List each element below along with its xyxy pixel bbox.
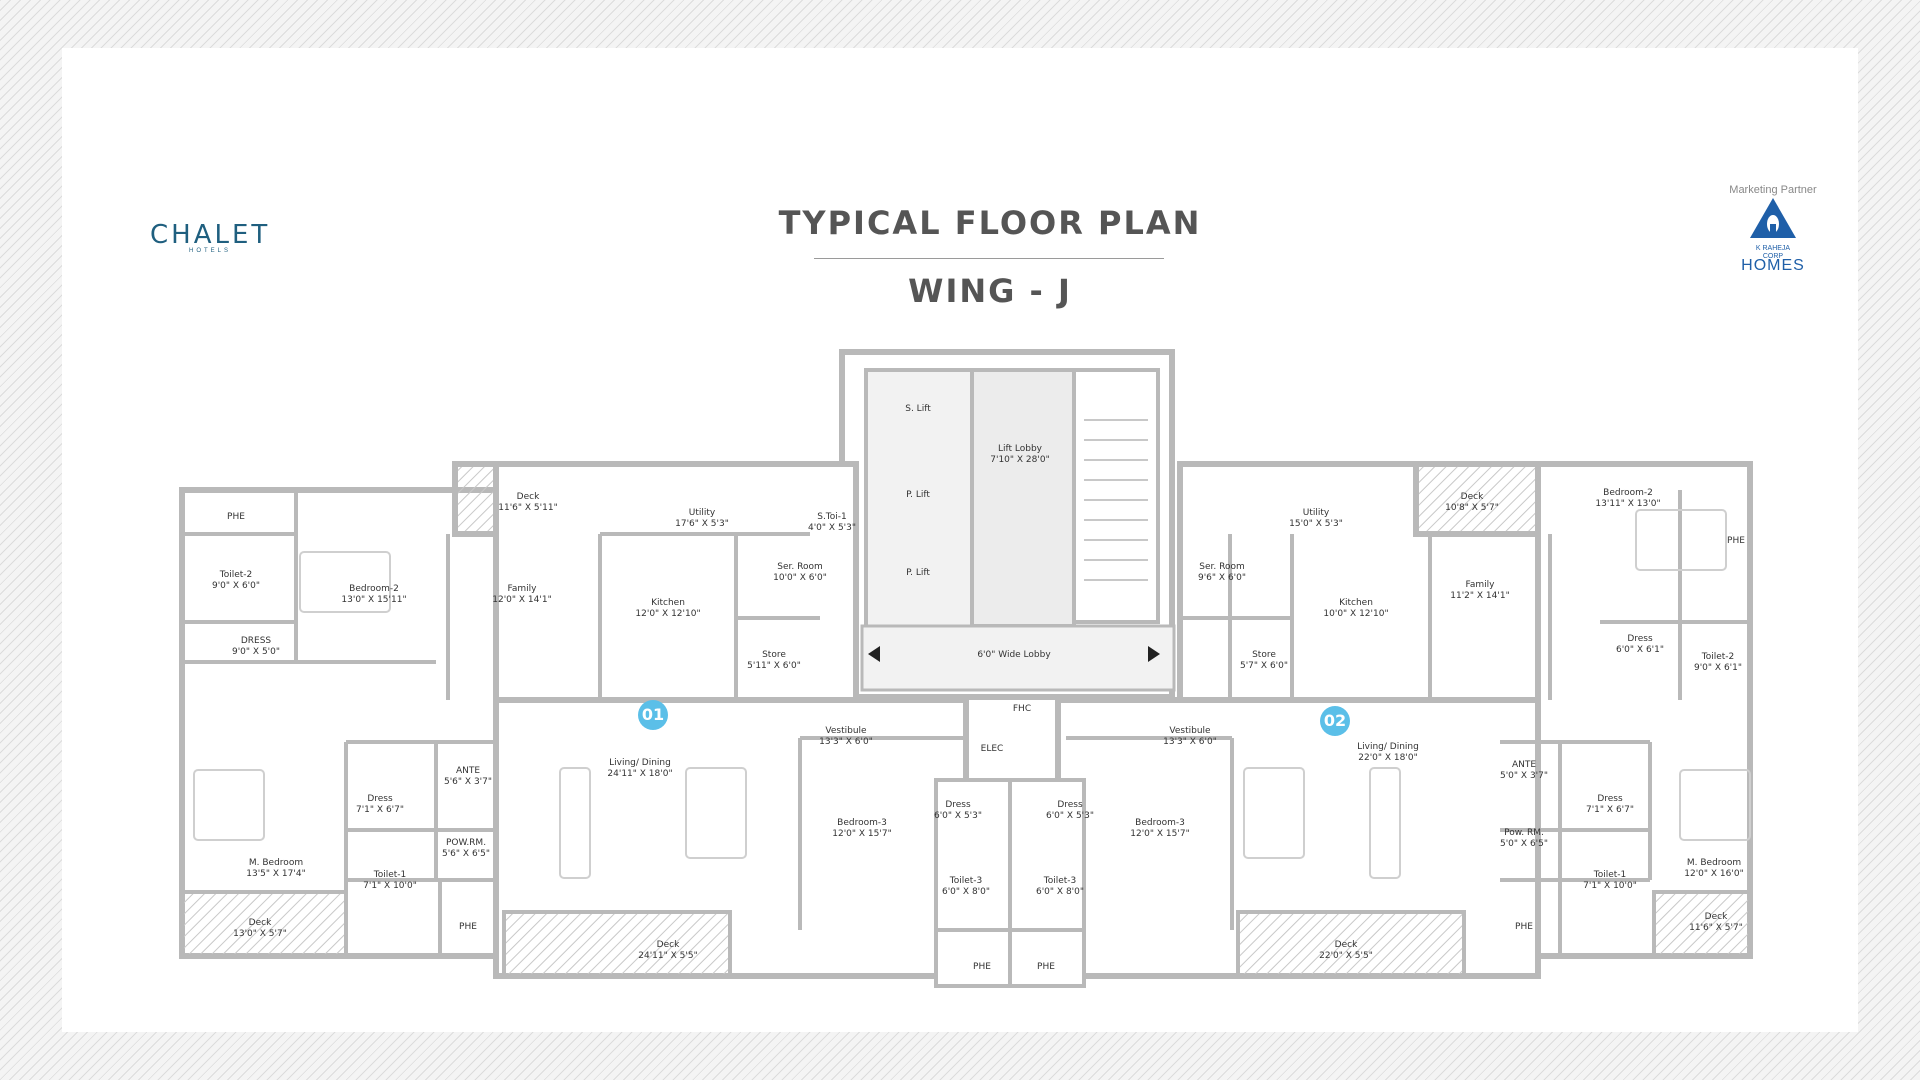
chalet-logo-word: CHALET	[150, 220, 271, 250]
wide-lobby: 6'0" Wide Lobby	[977, 650, 1051, 660]
partner-label: Marketing Partner	[1729, 184, 1817, 196]
passenger-lift-1: P. Lift	[906, 490, 930, 500]
page-subtitle: WING - J	[908, 272, 1072, 310]
partner-name: HOMES	[1741, 257, 1805, 274]
room-phe-centre-left: PHE	[973, 962, 991, 972]
arrow-right-icon	[1148, 646, 1160, 662]
chalet-logo: CHALET HOTELS	[150, 220, 270, 254]
electrical-room: ELEC	[980, 744, 1004, 754]
service-lift: S. Lift	[905, 404, 931, 414]
partner-line1: K RAHEJA	[1755, 245, 1791, 252]
partner-logo: Marketing Partner K RAHEJA CORP HOMES	[1718, 184, 1828, 275]
title-divider	[814, 258, 1164, 259]
arrow-left-icon	[868, 646, 880, 662]
room-powder-left: POW.RM.5'6" X 6'5"	[441, 838, 491, 859]
room-phe-left-2: PHE	[459, 922, 477, 932]
room-powder-right: Pow. RM.5'0" X 6'5"	[1499, 828, 1549, 849]
chalet-logo-sub: HOTELS	[188, 248, 231, 254]
room-phe-right-2: PHE	[1515, 922, 1533, 932]
page-title: TYPICAL FLOOR PLAN	[778, 204, 1202, 242]
raheja-triangle-icon	[1750, 198, 1796, 238]
room-phe-right-1: PHE	[1727, 536, 1745, 546]
partner-line2: CORP	[1762, 253, 1784, 260]
unit-02-badge: 02	[1320, 706, 1350, 736]
fire-hose-cabinet: FHC	[1012, 704, 1032, 714]
room-phe-left-1: PHE	[227, 512, 245, 522]
unit-01-badge: 01	[638, 700, 668, 730]
passenger-lift-2: P. Lift	[906, 568, 930, 578]
room-phe-centre-right: PHE	[1037, 962, 1055, 972]
